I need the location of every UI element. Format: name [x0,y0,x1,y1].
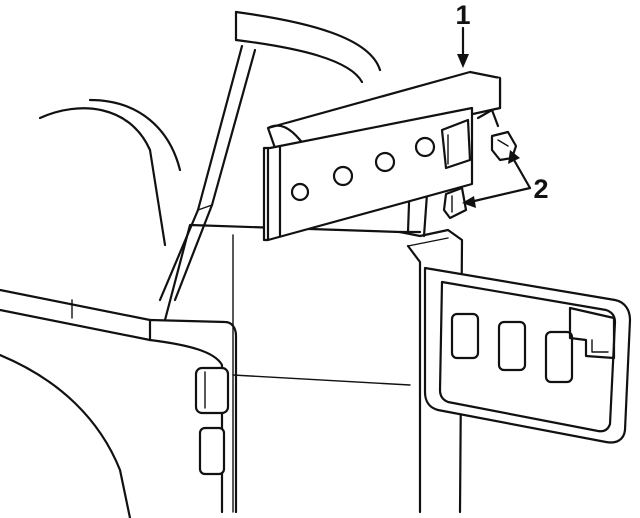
box-hole-3 [374,151,396,173]
gate-slot-3 [544,330,574,384]
tail-lamp [194,366,230,415]
roll-bar [158,10,382,302]
box-hole-1 [290,182,310,202]
lower-latch [442,186,468,220]
tail-panel [148,318,238,514]
box-hole-4 [414,136,436,158]
callout-2: 2 [533,174,548,204]
storage-compartment [262,70,502,242]
cargo-floor [163,223,422,513]
callout-1: 1 [455,0,470,30]
leader-lines [457,26,532,208]
gate-slot-1 [450,312,480,360]
box-hole-2 [332,165,354,187]
tailgate [423,266,632,444]
gate-slot-2 [497,320,527,372]
fender [0,98,182,518]
reflector [198,426,226,476]
